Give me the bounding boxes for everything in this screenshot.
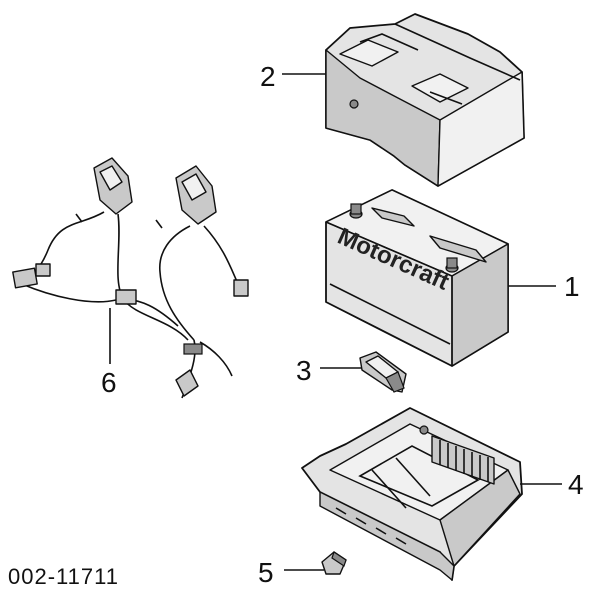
callout-1: 1 <box>564 271 580 302</box>
callout-6: 6 <box>101 367 117 398</box>
hold-down-clip <box>359 351 407 393</box>
figure-number: 002-11711 <box>8 564 119 589</box>
callout-5: 5 <box>258 557 274 588</box>
leader-lines <box>109 73 562 571</box>
fastener <box>321 551 347 575</box>
callout-4: 4 <box>568 469 584 500</box>
battery: Motorcraft <box>325 189 509 367</box>
battery-cover <box>325 13 525 187</box>
cable-harness <box>12 157 249 399</box>
callout-2: 2 <box>260 61 276 92</box>
battery-tray <box>301 407 523 581</box>
callout-3: 3 <box>296 355 312 386</box>
